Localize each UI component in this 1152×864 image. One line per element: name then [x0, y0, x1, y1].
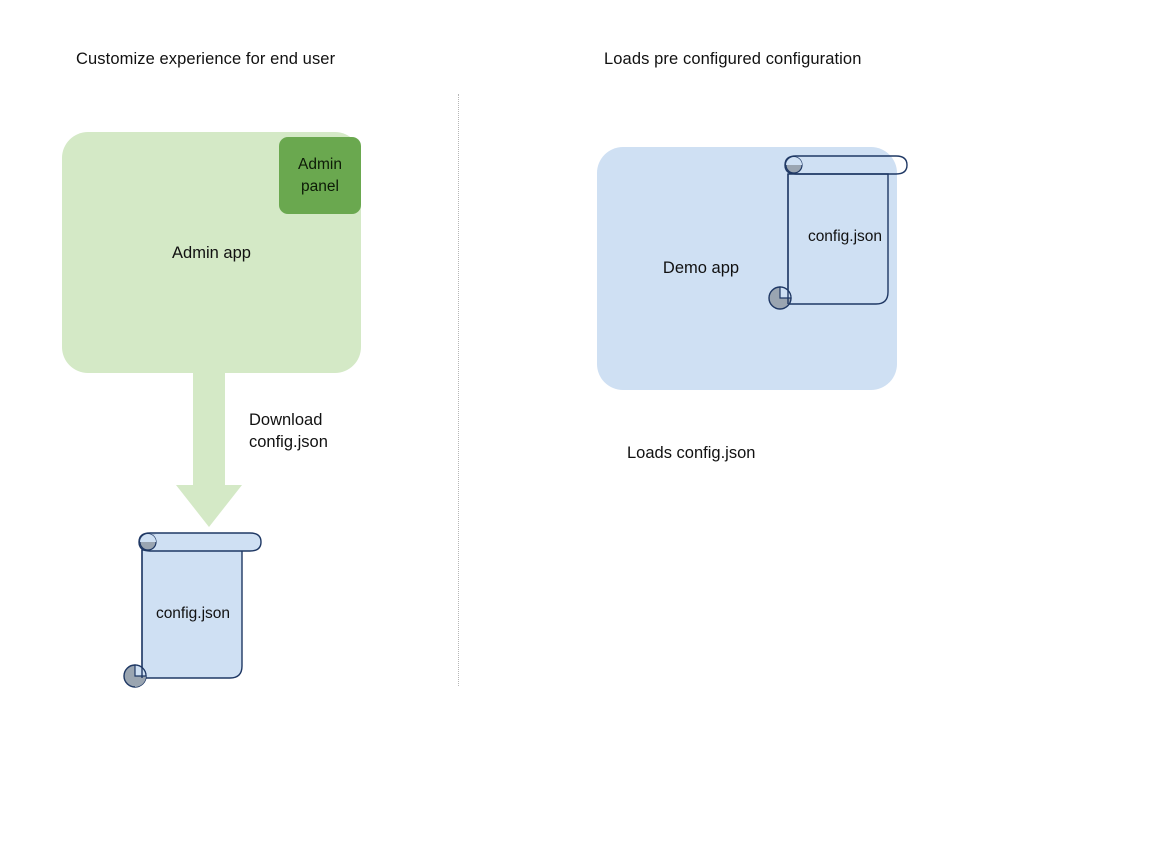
config-json-file-left[interactable]: config.json: [122, 528, 264, 690]
demo-app-box: Demo app: [597, 147, 897, 390]
admin-panel-label-line1: Admin: [298, 156, 342, 173]
download-arrow-icon: [176, 371, 242, 527]
admin-panel-box[interactable]: Admin panel: [279, 137, 361, 214]
admin-app-label: Admin app: [172, 244, 251, 262]
download-arrow-label-line1: Download: [249, 411, 323, 429]
loads-config-footnote: Loads config.json: [627, 444, 756, 462]
download-arrow-label: Download config.json: [249, 409, 328, 453]
config-json-label-right: config.json: [807, 228, 883, 245]
admin-panel-label-line2: panel: [301, 178, 339, 195]
config-json-file-right[interactable]: config.json: [766, 152, 911, 314]
panel-divider: [458, 94, 459, 686]
left-panel-title: Customize experience for end user: [76, 50, 336, 68]
config-json-label-left: config.json: [155, 605, 231, 622]
right-panel-title: Loads pre configured configuration: [604, 50, 862, 68]
admin-panel-label: Admin panel: [279, 154, 361, 198]
demo-app-label: Demo app: [662, 259, 740, 277]
download-arrow-label-line2: config.json: [249, 433, 328, 451]
